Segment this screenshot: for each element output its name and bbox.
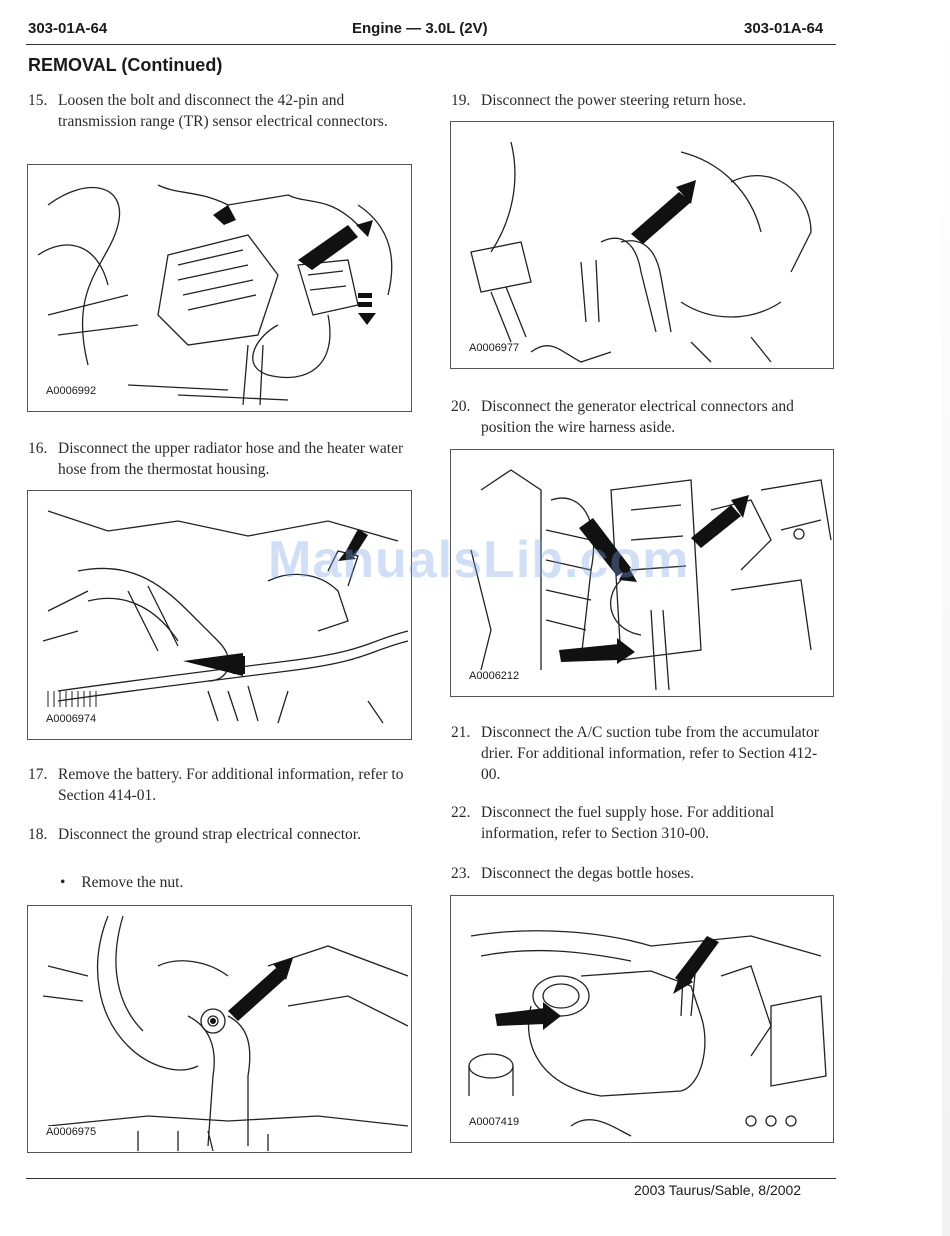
bullet-mark: • xyxy=(60,874,66,891)
figure-19: A0006977 xyxy=(450,121,834,369)
step-text: Remove the battery. For additional infor… xyxy=(58,766,404,804)
figure-illustration xyxy=(37,184,393,406)
figure-id: A0006212 xyxy=(467,670,522,682)
figure-20: A0006212 xyxy=(450,449,834,697)
page-code-left: 303-01A-64 xyxy=(28,20,108,37)
step-number: 23. xyxy=(451,865,471,882)
step-text: Disconnect the fuel supply hose. For add… xyxy=(481,804,775,842)
page-title: Engine — 3.0L (2V) xyxy=(352,20,488,37)
step-text: Disconnect the upper radiator hose and t… xyxy=(58,440,404,478)
step-number: 16. xyxy=(28,440,48,457)
step-text: Disconnect the power steering return hos… xyxy=(481,92,747,109)
figure-18: A0006975 xyxy=(27,905,412,1153)
figure-23: A0007419 xyxy=(450,895,834,1143)
footer-text: 2003 Taurus/Sable, 8/2002 xyxy=(634,1182,802,1198)
step-20: 20. Disconnect the generator electrical … xyxy=(451,396,836,438)
step-21: 21. Disconnect the A/C suction tube from… xyxy=(451,722,836,785)
step-17: 17. Remove the battery. For additional i… xyxy=(28,764,413,806)
step-number: 21. xyxy=(451,724,471,741)
figure-16: A0006974 xyxy=(27,490,412,740)
step-text: Disconnect the ground strap electrical c… xyxy=(58,826,361,843)
step-15: 15. Loosen the bolt and disconnect the 4… xyxy=(28,90,408,132)
step-22: 22. Disconnect the fuel supply hose. For… xyxy=(451,802,836,844)
bullet-text: Remove the nut. xyxy=(81,874,184,891)
step-18: 18. Disconnect the ground strap electric… xyxy=(28,824,408,845)
figure-illustration xyxy=(468,930,827,1137)
step-23: 23. Disconnect the degas bottle hoses. xyxy=(451,863,836,884)
page-code-right: 303-01A-64 xyxy=(744,20,824,37)
figure-illustration xyxy=(42,915,409,1152)
step-number: 20. xyxy=(451,398,471,415)
figure-id: A0006992 xyxy=(44,385,99,397)
figure-id: A0006975 xyxy=(44,1126,99,1138)
step-19: 19. Disconnect the power steering return… xyxy=(451,90,836,111)
figure-id: A0006977 xyxy=(467,342,522,354)
figure-illustration xyxy=(470,141,812,363)
figure-illustration xyxy=(470,469,832,691)
figure-id: A0007419 xyxy=(467,1116,522,1128)
step-18-bullet: • Remove the nut. xyxy=(60,872,360,893)
step-text: Disconnect the A/C suction tube from the… xyxy=(481,724,819,783)
figure-id: A0006974 xyxy=(44,713,99,725)
header-rule xyxy=(26,44,836,45)
step-number: 15. xyxy=(28,92,48,109)
step-number: 19. xyxy=(451,92,471,109)
footer-rule xyxy=(26,1178,836,1179)
step-16: 16. Disconnect the upper radiator hose a… xyxy=(28,438,408,480)
step-text: Disconnect the generator electrical conn… xyxy=(481,398,794,436)
figure-15: A0006992 xyxy=(27,164,412,412)
watermark: ManualsLib.com xyxy=(268,531,690,589)
step-number: 18. xyxy=(28,826,48,843)
section-title: REMOVAL (Continued) xyxy=(28,55,223,75)
figure-illustration xyxy=(42,510,409,724)
step-number: 17. xyxy=(28,766,48,783)
step-text: Disconnect the degas bottle hoses. xyxy=(481,865,695,882)
step-number: 22. xyxy=(451,804,471,821)
step-text: Loosen the bolt and disconnect the 42-pi… xyxy=(58,92,388,130)
page-edge xyxy=(942,0,950,1236)
